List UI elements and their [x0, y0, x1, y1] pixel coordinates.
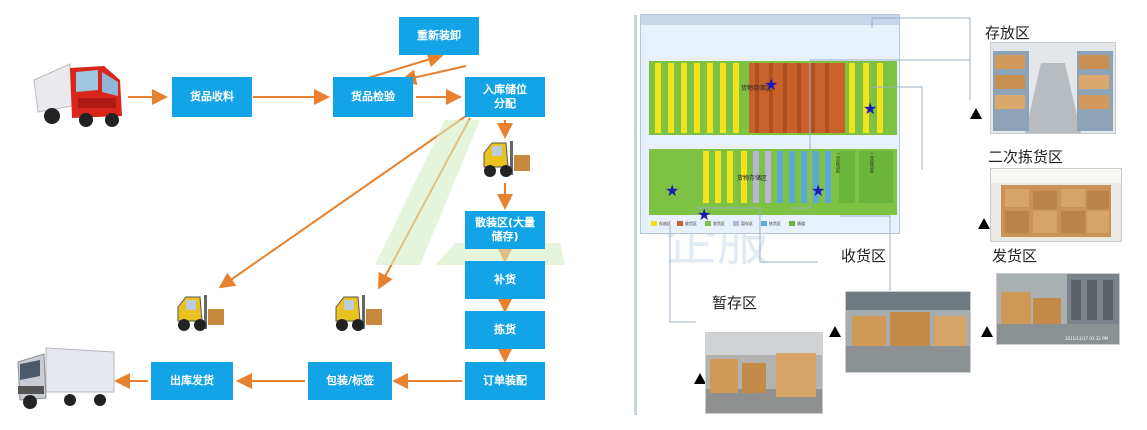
legend-swatch [705, 221, 711, 226]
reload-box: 重新装卸 [399, 17, 479, 55]
zone-label-staging: 暂存区 [712, 294, 758, 312]
legend-item: 通道 [797, 221, 805, 226]
forklift-icon [483, 141, 530, 177]
zone-label-receiving: 收货区 [841, 247, 887, 265]
ship-box: 出库发货 [151, 362, 233, 400]
legend-item: 存放区 [659, 221, 671, 226]
red-truck-icon [33, 63, 122, 127]
map-titlebar [641, 15, 899, 25]
zone-label-second-pick: 二次拣货区 [988, 148, 1064, 166]
inspect-box: 货品检验 [333, 77, 413, 117]
forklift-icon [335, 295, 382, 331]
upper-zone-label: 货物存储区 [741, 85, 772, 92]
receiving-photo [845, 291, 971, 373]
legend-item: 暂存区 [741, 221, 753, 226]
lower-zone-label: 货物存储区 [737, 175, 768, 182]
receiving-photo-image [846, 292, 970, 372]
legend-swatch [677, 221, 683, 226]
bulk-box: 散装区(大量储存) [465, 211, 545, 249]
star-icon: ★ [665, 181, 680, 200]
panel-divider [634, 15, 637, 415]
star-icon: ★ [811, 181, 826, 200]
replenish-box: 补货 [465, 261, 545, 299]
legend-item: 发货区 [713, 221, 725, 226]
star-icon: ★ [764, 75, 779, 94]
zone-label-shipping: 发货区 [992, 247, 1038, 265]
legend-swatch [761, 221, 767, 226]
triangle-marker-icon [981, 326, 993, 337]
star-icon: ★ [863, 99, 878, 118]
second-pick-photo [990, 168, 1122, 242]
pack-label-box: 包装/标签 [308, 362, 392, 400]
star-icon: ★ [697, 205, 712, 224]
side-label-2: 二次拣货区 [870, 153, 875, 173]
triangle-marker-icon [694, 373, 706, 384]
staging-photo-image [706, 333, 822, 413]
shipping-photo-timestamp: 2011/12/17 01:32 PM [1065, 336, 1108, 341]
triangle-marker-icon [978, 218, 990, 229]
legend-swatch [733, 221, 739, 226]
zone-label-storage: 存放区 [985, 24, 1031, 42]
upper-storage-block: 货物存储区 [649, 61, 897, 135]
forklift-icon [177, 295, 224, 331]
lower-rack-stripes [703, 151, 893, 203]
lower-storage-block: 货物存储区 二次拣货区 二次拣货区 [649, 149, 897, 215]
legend-item: 收货区 [685, 221, 697, 226]
map-legend: 存放区 收货区 发货区 暂存区 拣货区 通道 [649, 220, 849, 230]
callout-lines [669, 17, 971, 323]
second-pick-photo-image [991, 169, 1121, 241]
pick-box: 拣货 [465, 311, 545, 349]
warehouse-map: 货物存储区 货物存储区 二次拣货区 二次拣货区 ★ [640, 14, 900, 234]
putaway-box: 入库储位分配 [465, 77, 545, 117]
receive-box: 货品收料 [172, 77, 252, 117]
upper-rack-stripes [655, 63, 883, 133]
legend-item: 拣货区 [769, 221, 781, 226]
order-pack-box: 订单装配 [465, 362, 545, 400]
shipping-photo: 2011/12/17 01:32 PM [996, 273, 1120, 345]
storage-photo [990, 42, 1116, 134]
storage-photo-image [991, 43, 1115, 133]
legend-swatch [789, 221, 795, 226]
silver-truck-icon [17, 347, 115, 409]
shipping-photo-image [997, 274, 1119, 344]
staging-photo [705, 332, 823, 414]
legend-swatch [651, 221, 657, 226]
side-label-1: 二次拣货区 [836, 153, 841, 173]
triangle-marker-icon [970, 108, 982, 119]
triangle-marker-icon [829, 326, 841, 337]
